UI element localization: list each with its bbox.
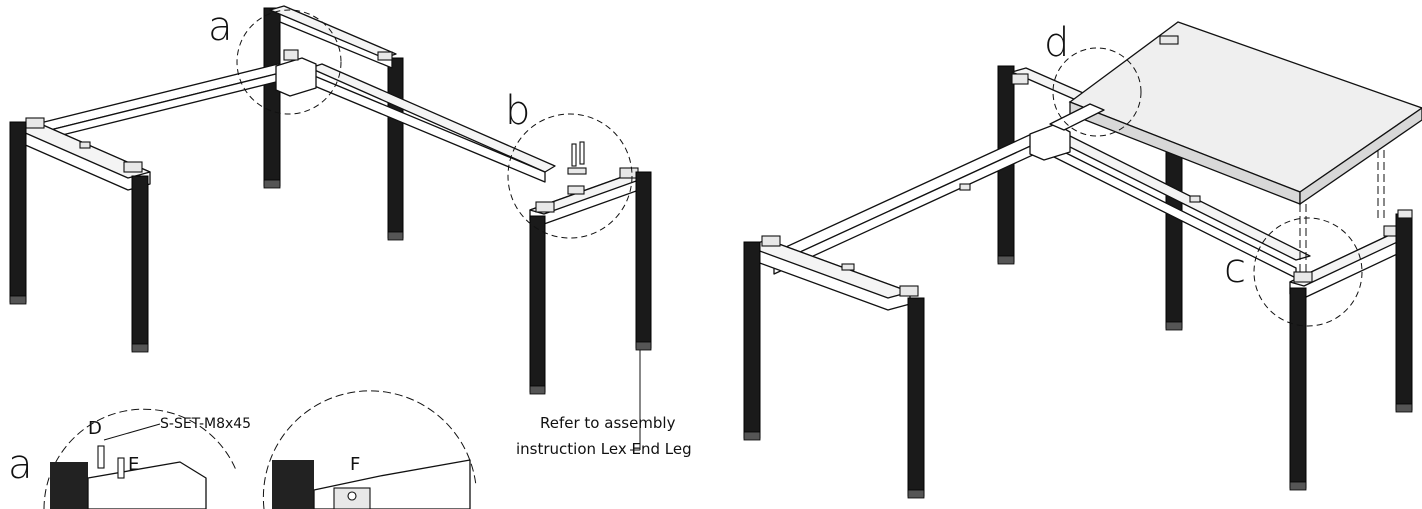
detail-f-hole — [347, 491, 357, 501]
right-asm-right-leg-2-cap — [1397, 209, 1413, 219]
callout-circle-b — [507, 113, 633, 239]
bolt-b-1 — [571, 143, 577, 167]
right-end-bracket-3 — [567, 185, 585, 195]
right-asm-end-bracket-1 — [761, 235, 781, 247]
screw-set-label: S-SET-M8x45 — [160, 416, 251, 432]
left-back-top-rail-surface — [269, 5, 397, 59]
right-asm-front-leg-1 — [743, 241, 761, 439]
part-label-D: D — [88, 418, 102, 439]
right-asm-beam-clip-2 — [1189, 195, 1201, 203]
left-back-leg-1-foot — [263, 179, 281, 189]
callout-label-a: a — [208, 4, 233, 50]
right-end-bracket-2 — [619, 167, 639, 179]
right-asm-back-leg-2 — [1165, 149, 1183, 329]
detail-a-leg — [50, 462, 88, 509]
left-end-bracket-3 — [79, 141, 91, 149]
right-frame-assembly — [743, 21, 1422, 499]
callout-label-d: d — [1044, 20, 1069, 66]
detail-f-leg — [272, 460, 314, 509]
bolt-b-plate — [567, 167, 587, 175]
left-long-beam-1-side — [33, 69, 293, 143]
bolt-E — [117, 457, 125, 479]
right-front-leg-2 — [635, 171, 652, 349]
right-asm-right-leg-1-foot — [1289, 481, 1307, 491]
detail-view-f — [262, 390, 477, 509]
right-front-leg-1-foot — [529, 385, 546, 395]
screw-leader-line — [103, 423, 161, 441]
left-long-beam-1 — [19, 63, 293, 135]
detail-a-beam — [87, 461, 207, 509]
right-asm-front-leg-2 — [907, 297, 925, 497]
right-asm-front-leg-2-foot — [907, 489, 925, 499]
callout-label-b: b — [505, 88, 530, 134]
left-back-leg-2-foot — [387, 231, 404, 241]
bolt-D — [97, 445, 105, 469]
left-end-bracket-2 — [123, 161, 143, 173]
left-front-leg-2 — [131, 175, 149, 351]
part-label-F: F — [350, 454, 360, 475]
callout-circle-c — [1253, 217, 1363, 327]
callout-label-c: c — [1224, 246, 1246, 292]
tabletop-side-edge — [1299, 107, 1422, 206]
callout-circle-d — [1052, 47, 1142, 137]
left-center-bracket — [283, 49, 299, 61]
right-asm-right-leg-2 — [1395, 213, 1413, 411]
right-asm-back-leg-2-foot — [1165, 321, 1183, 331]
bolt-b-2 — [579, 141, 585, 165]
left-end-bracket-1 — [25, 117, 45, 129]
right-asm-right-leg-2-foot — [1395, 403, 1413, 413]
detail-f-circle — [262, 390, 477, 509]
left-frame-assembly — [9, 5, 652, 451]
tabletop-clip — [1159, 35, 1179, 45]
right-front-leg-1 — [529, 215, 546, 393]
right-asm-back-leg-1-foot — [997, 255, 1015, 265]
left-front-leg-1-foot — [9, 295, 27, 305]
left-back-leg-1 — [263, 7, 281, 187]
part-label-E: E — [128, 454, 139, 475]
left-back-bracket — [377, 51, 393, 61]
reference-note-line-2: instruction Lex End Leg — [516, 440, 692, 458]
right-asm-beam-clip-1 — [959, 183, 971, 191]
callout-circle-a — [236, 9, 342, 115]
detail-label-a: a — [8, 442, 33, 488]
left-center-joint — [275, 57, 317, 97]
left-front-leg-1 — [9, 121, 27, 303]
reference-note-line-1: Refer to assembly — [540, 414, 676, 432]
right-asm-right-leg-1 — [1289, 287, 1307, 489]
right-asm-end-bracket-3 — [841, 263, 855, 271]
right-asm-front-leg-1-foot — [743, 431, 761, 441]
right-end-bracket-1 — [535, 201, 555, 213]
left-long-beam-2-surface — [309, 63, 556, 173]
right-front-leg-2-foot — [635, 341, 652, 351]
right-asm-end-bracket-2 — [899, 285, 919, 297]
right-asm-right-bracket-1 — [1293, 271, 1313, 283]
left-back-leg-2 — [387, 57, 404, 239]
right-asm-back-bracket — [1011, 73, 1029, 85]
left-front-leg-2-foot — [131, 343, 149, 353]
detail-view-a — [43, 408, 237, 509]
right-asm-short-rail — [1049, 103, 1105, 131]
detail-a-leg-hatch — [50, 462, 88, 509]
